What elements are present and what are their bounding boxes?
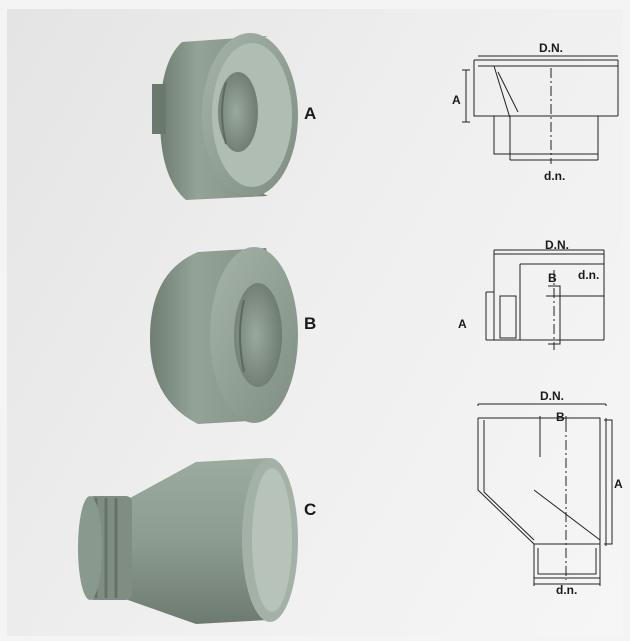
drawing-c-offset-dim: B xyxy=(556,410,565,424)
product-c-photo xyxy=(78,458,298,624)
product-c-label: C xyxy=(304,500,316,519)
drawing-c: D.N. B A d.n. xyxy=(477,389,623,597)
drawing-c-height-dim: A xyxy=(614,477,623,491)
drawing-b: D.N. B d.n. A xyxy=(458,238,605,350)
drawing-a-inner-dim: d.n. xyxy=(544,169,565,183)
drawing-b-outer-dim: D.N. xyxy=(545,238,569,252)
drawing-c-inner-dim: d.n. xyxy=(556,583,577,597)
drawing-a: D.N. A d.n. xyxy=(452,41,619,183)
product-a-photo xyxy=(152,33,298,200)
drawing-a-outer-dim: D.N. xyxy=(539,41,563,55)
drawing-b-height-dim: A xyxy=(458,317,467,331)
drawing-c-outer-dim: D.N. xyxy=(540,389,564,403)
product-b-photo xyxy=(150,247,298,424)
product-a-label: A xyxy=(304,104,316,123)
product-b-label: B xyxy=(304,314,316,333)
drawing-a-height-dim: A xyxy=(452,93,461,107)
drawing-b-offset-dim: B xyxy=(548,271,557,285)
drawing-b-inner-dim: d.n. xyxy=(578,268,599,282)
